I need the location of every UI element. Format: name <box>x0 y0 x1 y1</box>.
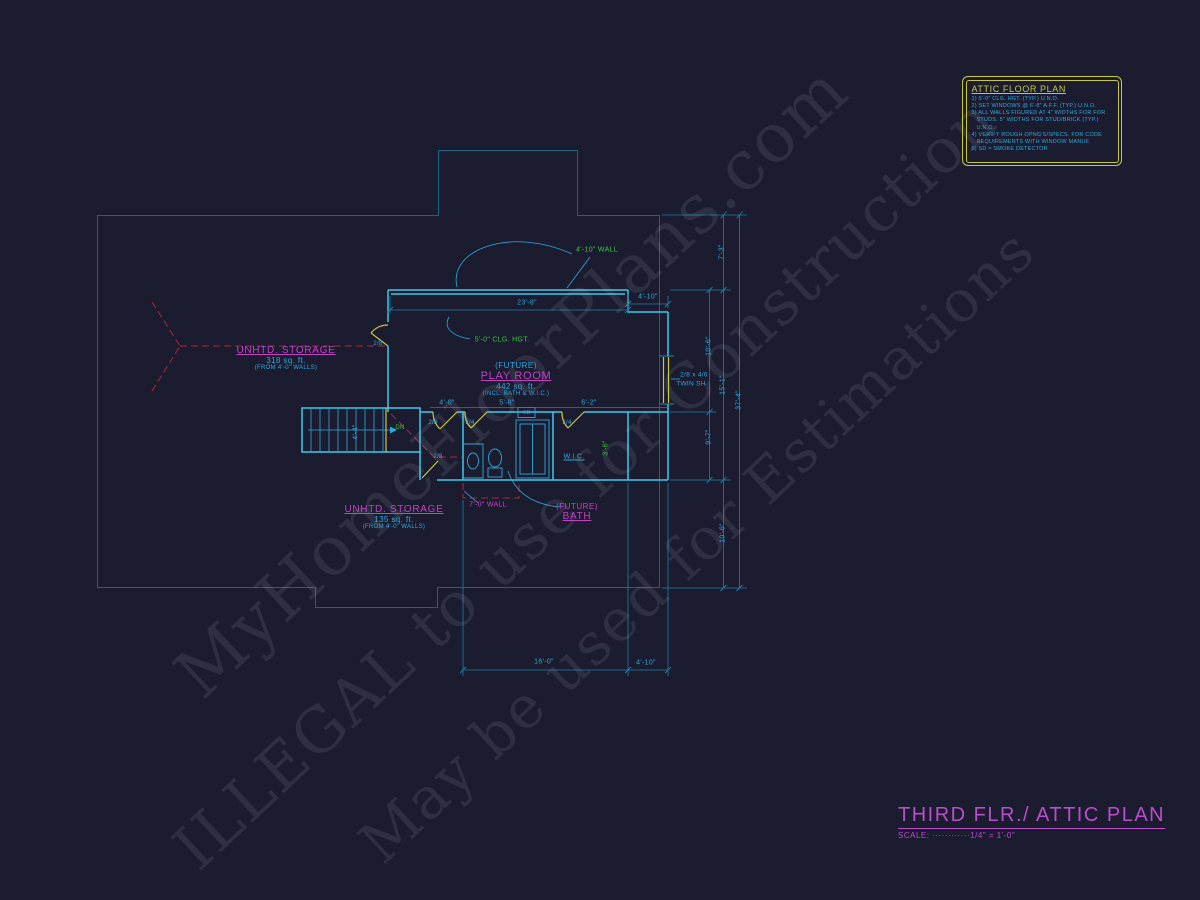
wall-7ft-leader <box>463 490 479 504</box>
title-block-note: 1) 5'-0" CLG. HGT. (TYP.) U.N.O. <box>971 95 1059 102</box>
drawing-scale: SCALE: ············1/4" = 1'-0" <box>898 831 1016 840</box>
dimension-lines <box>386 211 747 676</box>
stair-treads <box>308 408 390 452</box>
bath-door-leaf <box>470 411 488 429</box>
room-title: UNHTD. STORAGE <box>344 504 444 515</box>
playroom-door-arc <box>370 324 389 334</box>
room-title: PLAY ROOM <box>480 370 552 382</box>
attic-notes-inner-border: ATTIC FLOOR PLAN 1) 5'-0" CLG. HGT. (TYP… <box>965 79 1119 163</box>
room-label-playroom: (FUTURE) PLAY ROOM 442 sq. ft. (INCL. BA… <box>481 361 552 397</box>
room-label-storage-1: UNHTD. STORAGE 318 sq. ft. (FROM 4'-0" W… <box>236 345 335 371</box>
vanity <box>464 443 484 479</box>
room-label-storage-2: UNHTD. STORAGE 135 sq. ft. (FROM 4'-0" W… <box>344 504 443 530</box>
wic-door-arc <box>561 411 569 429</box>
room-area: 135 sq. ft. <box>374 515 414 524</box>
room-title: UNHTD. STORAGE <box>236 345 336 356</box>
notes-title: ATTIC FLOOR PLAN <box>971 83 1066 94</box>
room-title: BATH <box>562 511 592 522</box>
roof-dashed-lines <box>151 301 520 499</box>
playroom-door-leaf <box>370 332 389 347</box>
title-block-note: 5) SD = SMOKE DETECTOR <box>971 146 1048 153</box>
room-note: (FROM 4'-0" WALLS) <box>254 365 318 371</box>
room-note: (INCL. BATH & W.I.C.) <box>482 391 550 397</box>
room-area: 318 sq. ft. <box>266 356 306 365</box>
title-block-note: 2) SET WINDOWS @ 6'-8" A.F.F. (TYP.) U.N… <box>971 102 1097 109</box>
room-note: (FROM 4'-0" WALLS) <box>362 524 426 530</box>
wic-door-leaf <box>567 411 585 429</box>
dimension-ticks <box>386 211 743 674</box>
shower-outer <box>515 419 550 479</box>
drawing-title: THIRD FLR./ ATTIC PLAN <box>898 804 1166 829</box>
bath-fixtures <box>464 407 550 479</box>
windows-and-doors <box>370 324 670 479</box>
twin-window <box>662 357 670 403</box>
room-future-tag: (FUTURE) <box>556 502 598 511</box>
stair-direction-arrowhead <box>390 426 397 434</box>
title-block-note: 4) VERIFY ROUGH OPNG'S/SPECS. FOR CODE R… <box>971 131 1102 145</box>
drawing-title-block: THIRD FLR./ ATTIC PLAN SCALE: ··········… <box>898 804 1166 840</box>
leader-lines <box>446 241 680 508</box>
hall-door-leaf <box>439 411 458 430</box>
interior-walls <box>301 289 669 481</box>
roof-outline <box>97 150 660 608</box>
room-label-bath: (FUTURE) BATH <box>556 502 598 522</box>
sink <box>467 452 479 470</box>
storage-door-leaf <box>421 460 439 479</box>
toilet-bowl <box>488 448 502 468</box>
attic-notes-block: ATTIC FLOOR PLAN 1) 5'-0" CLG. HGT. (TYP… <box>962 76 1122 166</box>
title-block-note: 3) ALL WALLS FIGURED AT 4" WIDTHS FOR FO… <box>971 110 1106 131</box>
window-caps <box>660 355 674 405</box>
wall-note-leader <box>455 241 573 288</box>
toilet-tank <box>487 467 503 478</box>
wall-note-leader-2 <box>566 256 591 289</box>
title-block-notes: 1) 5'-0" CLG. HGT. (TYP.) U.N.O.2) SET W… <box>972 96 1113 154</box>
room-future-tag: (FUTURE) <box>495 361 537 370</box>
bath-label-leader <box>507 470 561 508</box>
clg-hgt-leader <box>446 316 471 340</box>
room-area: 442 sq. ft. <box>496 382 536 391</box>
hall-door-arc <box>432 411 441 430</box>
bath-door-arc <box>464 411 472 429</box>
